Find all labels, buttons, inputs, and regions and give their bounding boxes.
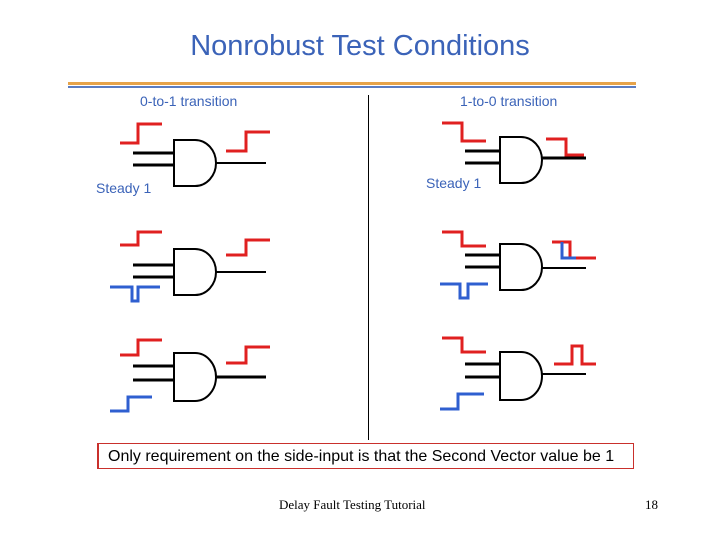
output-fall-waveform bbox=[552, 240, 596, 260]
page-number: 18 bbox=[645, 497, 658, 512]
left-gate-2 bbox=[110, 230, 270, 303]
output-rise-waveform bbox=[226, 345, 270, 365]
right-steady-label: Steady 1 bbox=[426, 175, 482, 191]
input-rise-waveform bbox=[120, 338, 162, 357]
output-glitch-waveform bbox=[560, 242, 576, 260]
title-underline-blue bbox=[68, 86, 636, 88]
column-divider bbox=[368, 95, 369, 440]
side-input-glitch-waveform bbox=[440, 282, 488, 300]
requirement-text: Only requirement on the side-input is th… bbox=[108, 448, 615, 465]
right-gate-3 bbox=[440, 336, 596, 411]
input-rise-waveform bbox=[120, 230, 162, 247]
input-fall-waveform bbox=[442, 336, 486, 354]
input-fall-waveform bbox=[442, 121, 486, 143]
and-gate-3 bbox=[173, 352, 217, 402]
left-gate-3 bbox=[110, 338, 270, 413]
output-rise-waveform bbox=[226, 238, 270, 257]
side-input-rise-waveform bbox=[440, 392, 484, 411]
and-gate-1 bbox=[173, 139, 217, 187]
right-gate-2 bbox=[440, 230, 596, 300]
output-rise-waveform bbox=[226, 130, 270, 153]
footer-title: Delay Fault Testing Tutorial bbox=[279, 497, 426, 512]
slide-title: Nonrobust Test Conditions bbox=[190, 30, 530, 62]
right-gate-1 bbox=[442, 121, 586, 184]
and-gate-2 bbox=[173, 248, 217, 296]
output-fall-waveform bbox=[546, 137, 584, 157]
and-gate-5 bbox=[499, 243, 543, 291]
side-input-glitch-waveform bbox=[110, 285, 160, 303]
left-column-heading: 0-to-1 transition bbox=[140, 93, 238, 109]
and-gate-4 bbox=[499, 136, 543, 184]
title-underline-orange bbox=[68, 82, 636, 85]
requirement-box bbox=[97, 443, 634, 469]
left-gate-1 bbox=[120, 122, 270, 187]
input-fall-waveform bbox=[442, 230, 486, 248]
side-input-rise-waveform bbox=[110, 395, 152, 413]
input-rise-waveform bbox=[120, 122, 162, 145]
right-column-heading: 1-to-0 transition bbox=[460, 93, 558, 109]
left-steady-label: Steady 1 bbox=[96, 180, 152, 196]
output-pulse-waveform bbox=[554, 344, 596, 366]
and-gate-6 bbox=[499, 351, 543, 401]
